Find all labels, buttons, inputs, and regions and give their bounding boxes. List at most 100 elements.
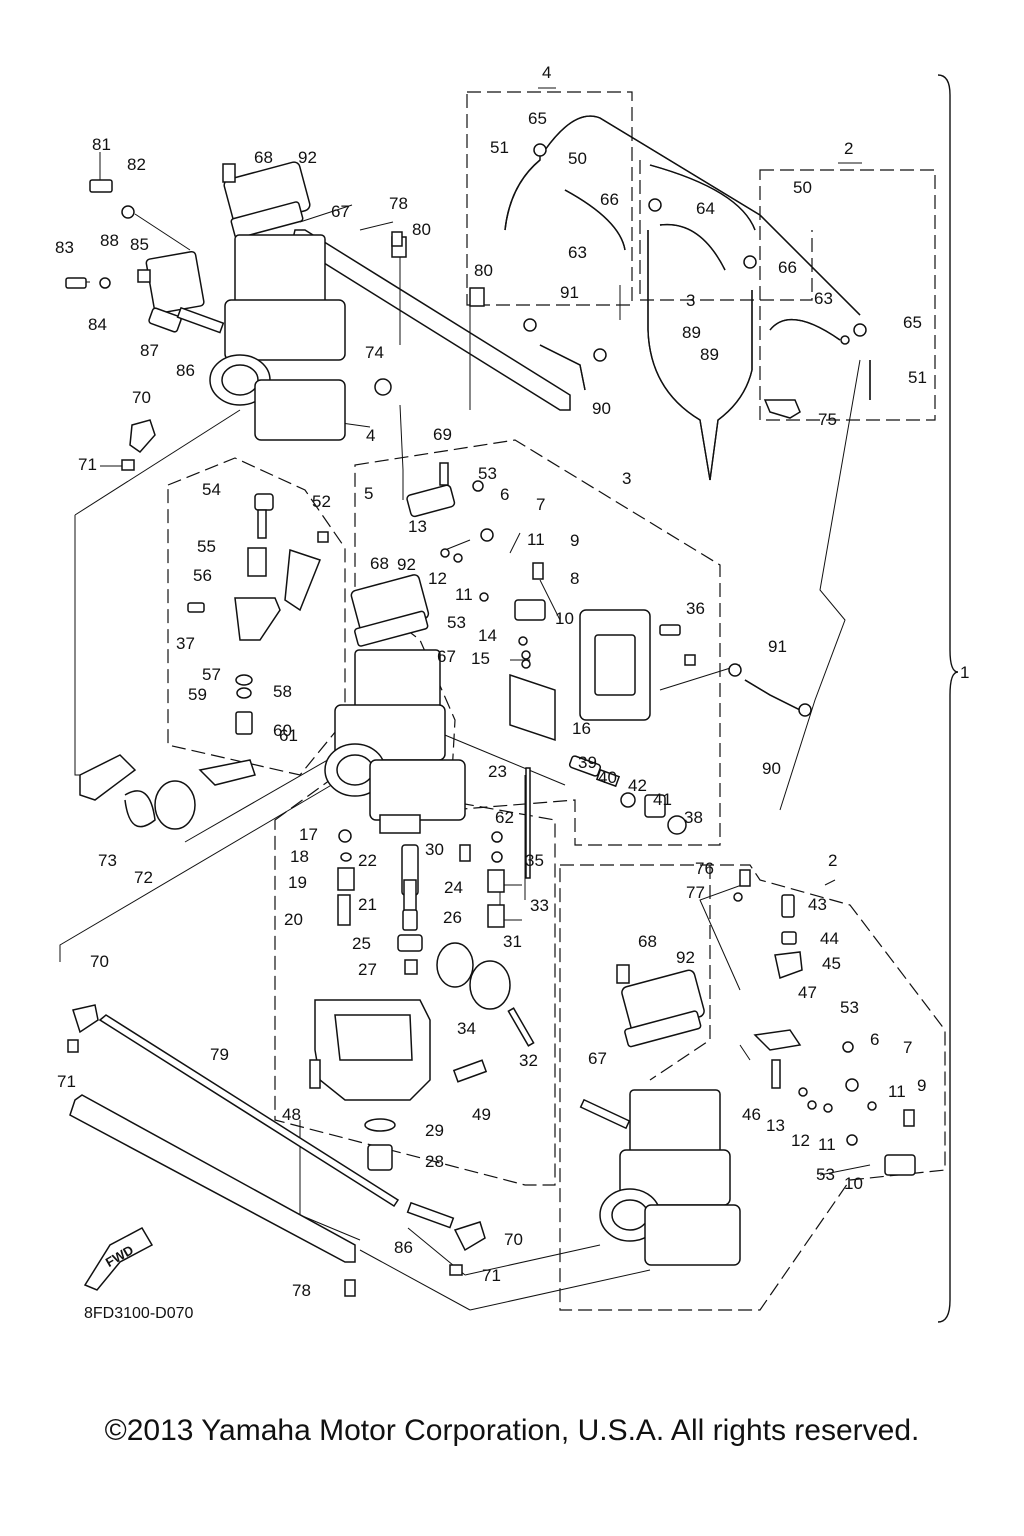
callout: 64: [696, 199, 715, 218]
callout: 50: [793, 178, 812, 197]
screw-9b: [903, 1109, 915, 1127]
callout: 36: [686, 599, 705, 618]
knob-54: [254, 493, 274, 511]
callout: 53: [840, 998, 859, 1017]
callout: 2: [844, 139, 853, 158]
rods: [69, 229, 571, 1263]
callout: 53: [447, 613, 466, 632]
clamp-75: [763, 399, 801, 419]
callout: 13: [766, 1116, 785, 1135]
callout: 74: [365, 343, 384, 362]
callout: 27: [358, 960, 377, 979]
callout: 92: [298, 148, 317, 167]
holder-10a: [514, 599, 546, 621]
oring-29: [364, 1118, 396, 1132]
callout: 68: [638, 932, 657, 951]
callout: 43: [808, 895, 827, 914]
screw-76: [739, 869, 751, 887]
callout: 89: [700, 345, 719, 364]
callout: 76: [695, 859, 714, 878]
callout: 1: [960, 663, 969, 682]
callout: 54: [202, 480, 221, 499]
callout: 20: [284, 910, 303, 929]
callout: 68: [254, 148, 273, 167]
callout: 46: [742, 1105, 761, 1124]
callout: 22: [358, 851, 377, 870]
lever-45: [774, 951, 803, 979]
callout: 73: [98, 851, 117, 870]
callout: 63: [568, 243, 587, 262]
washer-74: [374, 378, 392, 396]
callout: 45: [822, 954, 841, 973]
callout: 61: [279, 726, 298, 745]
callout: 62: [495, 808, 514, 827]
callout: 12: [791, 1131, 810, 1150]
callout: 11: [888, 1082, 906, 1101]
screw-49: [452, 1059, 488, 1083]
callout: 17: [299, 825, 318, 844]
callout: 66: [778, 258, 797, 277]
callout: 92: [397, 555, 416, 574]
plug-28: [367, 1144, 393, 1171]
screw-52: [317, 531, 329, 543]
callout: 86: [394, 1238, 413, 1257]
callout: 31: [503, 932, 522, 951]
bracket-88: [145, 250, 205, 315]
callout: 53: [816, 1165, 835, 1184]
callout: 41: [653, 790, 672, 809]
callout: 56: [193, 566, 212, 585]
callout: 42: [628, 776, 647, 795]
callout: 85: [130, 235, 149, 254]
fwd-arrow-icon: FWD: [83, 1227, 154, 1291]
clip-80b: [469, 287, 485, 307]
callout: 8: [570, 569, 579, 588]
carburetor-top-left: [65, 161, 403, 471]
callout: 60: [273, 721, 292, 740]
link-70c: [453, 1221, 486, 1252]
carburetor-center: [79, 462, 696, 879]
screw-37: [187, 602, 205, 613]
callout: 77: [686, 883, 705, 902]
bracket-strip: [69, 1094, 356, 1263]
callout: 90: [762, 759, 781, 778]
callout: 86: [176, 361, 195, 380]
callout: 12: [428, 569, 447, 588]
screw-48: [309, 1059, 321, 1089]
spring-73: [124, 790, 156, 828]
callout: 71: [78, 455, 97, 474]
callout: 28: [425, 1152, 444, 1171]
callout: 68: [370, 554, 389, 573]
callout: 38: [684, 808, 703, 827]
link-70b: [72, 1004, 99, 1034]
float-bowl-parts: [309, 829, 535, 1171]
callout: 35: [525, 851, 544, 870]
callout: 55: [197, 537, 216, 556]
callout: 6: [500, 485, 509, 504]
callout: 88: [100, 231, 119, 250]
screw-78b: [344, 1279, 356, 1297]
callout: 29: [425, 1121, 444, 1140]
callout: 57: [202, 665, 221, 684]
callout: 50: [568, 149, 587, 168]
callout: 30: [425, 840, 444, 859]
callout: 11: [455, 585, 473, 604]
diagram-code: 8FD3100-D070: [84, 1305, 194, 1322]
hose-89-right: [709, 290, 753, 481]
callout-labels: 4 65 51 50 2 50 66 64 63 66 3 63 65 89 8…: [55, 63, 969, 1300]
bracket-56: [234, 597, 281, 641]
callout: 75: [818, 410, 837, 429]
callout: 13: [408, 517, 427, 536]
callout: 5: [364, 484, 373, 503]
callout: 7: [903, 1038, 912, 1057]
drum-72: [154, 780, 196, 830]
link-70a: [129, 419, 156, 453]
callout: 2: [828, 851, 837, 870]
callout: 53: [478, 464, 497, 483]
callout: 81: [92, 135, 111, 154]
callout: 10: [555, 609, 574, 628]
callout: 16: [572, 719, 591, 738]
callout: 79: [210, 1045, 229, 1064]
callout: 83: [55, 238, 74, 257]
callout: 6: [870, 1030, 879, 1049]
